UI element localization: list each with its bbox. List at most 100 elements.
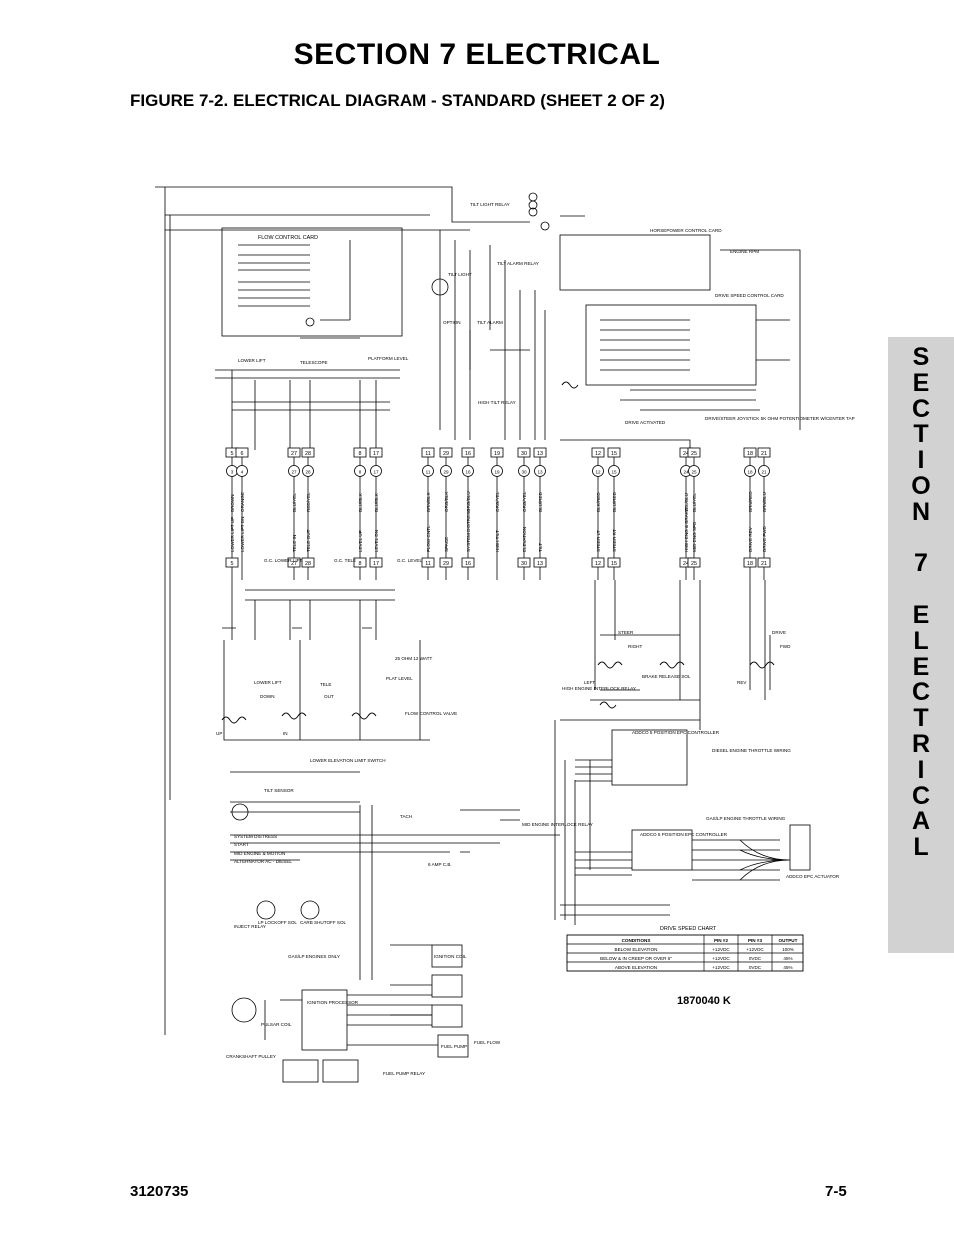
label-lower-lift: LOWER LIFT bbox=[238, 358, 266, 363]
label-fuel-pump-relay: FUEL PUMP RELAY bbox=[383, 1071, 425, 1076]
terminal-label: 19 bbox=[494, 451, 500, 457]
side-tab-letter: C bbox=[911, 394, 931, 423]
label-rev: REV bbox=[737, 680, 747, 685]
terminal-box bbox=[533, 557, 547, 568]
connector-label: 11 bbox=[426, 470, 431, 475]
label-option: OPTION bbox=[443, 320, 461, 325]
label-tilt-alarm: TILT ALARM bbox=[477, 320, 503, 325]
wire-color-label: BLK/RED bbox=[596, 492, 601, 512]
chart-cell: ABOVE ELEVATION bbox=[615, 965, 657, 970]
terminal-box bbox=[607, 447, 621, 458]
terminal-box bbox=[353, 557, 367, 568]
connector-pin bbox=[688, 465, 700, 477]
connector-pin bbox=[758, 465, 770, 477]
terminal-box bbox=[421, 447, 435, 458]
side-tab-letter: S bbox=[912, 343, 930, 371]
label-tele: TELE bbox=[320, 682, 332, 687]
terminal-label: 29 bbox=[443, 451, 449, 457]
function-label: SYSTEM DISTRESS bbox=[466, 509, 471, 552]
label-addco-actuator: ADDCO EPC ACTUATOR bbox=[786, 874, 840, 879]
label-flow-control-card: FLOW CONTROL CARD bbox=[258, 235, 318, 241]
function-label: LEVEL DN bbox=[374, 530, 379, 552]
terminal-label: 21 bbox=[761, 451, 767, 457]
connector-label: 8 bbox=[359, 470, 362, 475]
chart-cell: 0VDC bbox=[749, 965, 762, 970]
chart-cell: 100% bbox=[782, 947, 794, 952]
function-label: DRIVE FWD bbox=[762, 526, 767, 552]
function-label: STEER LT bbox=[596, 530, 601, 552]
terminal-box bbox=[353, 447, 367, 458]
wire-color-label: BLU/YEL bbox=[692, 493, 697, 512]
function-label: HIGH ENG & BRAKE bbox=[684, 508, 689, 552]
label-gas-throttle: GAS/LP ENGINE THROTTLE WIRING bbox=[706, 816, 786, 821]
terminal-label: 12 bbox=[595, 561, 601, 567]
connector-label: 27 bbox=[291, 470, 297, 475]
connector-label: 15 bbox=[611, 470, 617, 475]
terminal-label: 11 bbox=[425, 451, 431, 457]
label-tach: TACH bbox=[400, 814, 412, 819]
function-label: DRIVE REV bbox=[748, 526, 753, 552]
chart-cell: 45% bbox=[783, 956, 792, 961]
connector-label: 25 bbox=[691, 470, 697, 475]
chart-header: OUTPUT bbox=[779, 938, 798, 943]
label-diesel-throttle: DIESEL ENGINE THROTTLE WIRING bbox=[712, 748, 791, 753]
connector-pin bbox=[370, 465, 382, 477]
label-mid-engine-motion: MID ENGINE & MOTION bbox=[234, 851, 285, 856]
wire-color-label: ORANGE bbox=[240, 492, 245, 512]
drive-speed-chart-title: DRIVE SPEED CHART bbox=[660, 926, 717, 932]
terminal-box bbox=[287, 447, 301, 458]
side-tab-letter: L bbox=[913, 626, 929, 655]
terminal-box bbox=[439, 557, 453, 568]
label-out: OUT bbox=[324, 694, 334, 699]
label-addco-gas: ADDCO 5 POSITION EPC CONTROLLER bbox=[640, 832, 728, 837]
label-brake-release: BRAKE RELEASE SOL bbox=[642, 674, 691, 679]
connector-pin bbox=[592, 465, 604, 477]
label-tilt-sensor: TILT SENSOR bbox=[264, 788, 294, 793]
terminal-box bbox=[225, 557, 239, 568]
terminal-label: 16 bbox=[465, 451, 471, 457]
side-tab-letter: E bbox=[912, 600, 930, 629]
wire-color-label: YEL/BLU bbox=[684, 493, 689, 512]
connector-label: 21 bbox=[761, 470, 767, 475]
label-tilt-light-relay: TILT LIGHT RELAY bbox=[470, 202, 510, 207]
label-steer: STEER bbox=[618, 630, 634, 635]
wire-color-label: ORG/YEL bbox=[495, 491, 500, 512]
connector-label: 28 bbox=[305, 470, 311, 475]
terminal-label: 13 bbox=[537, 561, 543, 567]
label-engine-rpm: ENGINE RPM bbox=[730, 249, 759, 254]
label-left: LEFT bbox=[584, 680, 595, 685]
wire-color-label: BROWN bbox=[230, 494, 235, 512]
document-number: 3120735 bbox=[130, 1183, 189, 1200]
connector-pin bbox=[440, 465, 452, 477]
side-tab-letter: I bbox=[917, 755, 925, 784]
side-tab-letter bbox=[888, 577, 954, 603]
wire-color-label: BLU/RED bbox=[612, 491, 617, 512]
label-carb-shutoff: CARB SHUTOFF SOL bbox=[300, 920, 347, 925]
connector-label: 17 bbox=[373, 470, 379, 475]
label-gc-level: G.C. LEVEL bbox=[397, 558, 422, 563]
wire-color-label: BRN/BLU bbox=[762, 492, 767, 512]
label-lower-lift-sol: LOWER LIFT bbox=[254, 680, 282, 685]
label-system-distress: SYSTEM DISTRESS bbox=[234, 834, 277, 839]
label-right: RIGHT bbox=[628, 644, 642, 649]
wire-color-label: ORG/BLU bbox=[466, 491, 471, 512]
terminal-label: 6 bbox=[241, 451, 244, 457]
side-tab-letter: E bbox=[912, 652, 930, 681]
terminal-label: 27 bbox=[291, 561, 297, 567]
function-label: STEER RT bbox=[612, 529, 617, 552]
wire-color-label: BRN/BLK bbox=[426, 491, 431, 512]
chart-cell: +12VDC bbox=[712, 965, 730, 970]
terminal-box bbox=[287, 557, 301, 568]
side-tab-letter: I bbox=[917, 446, 925, 475]
diagram-labels: FLOW CONTROL CARD TILT LIGHT RELAY TILT … bbox=[216, 202, 855, 1076]
terminal-label: 25 bbox=[691, 561, 697, 567]
label-start: START bbox=[234, 842, 249, 847]
side-tab-letter: C bbox=[911, 678, 931, 707]
terminal-label: 18 bbox=[747, 561, 753, 567]
terminal-label: 28 bbox=[305, 451, 311, 457]
label-pulsar-coil: PULSAR COIL bbox=[261, 1022, 292, 1027]
terminal-box bbox=[461, 447, 475, 458]
terminal-label: 29 bbox=[443, 561, 449, 567]
